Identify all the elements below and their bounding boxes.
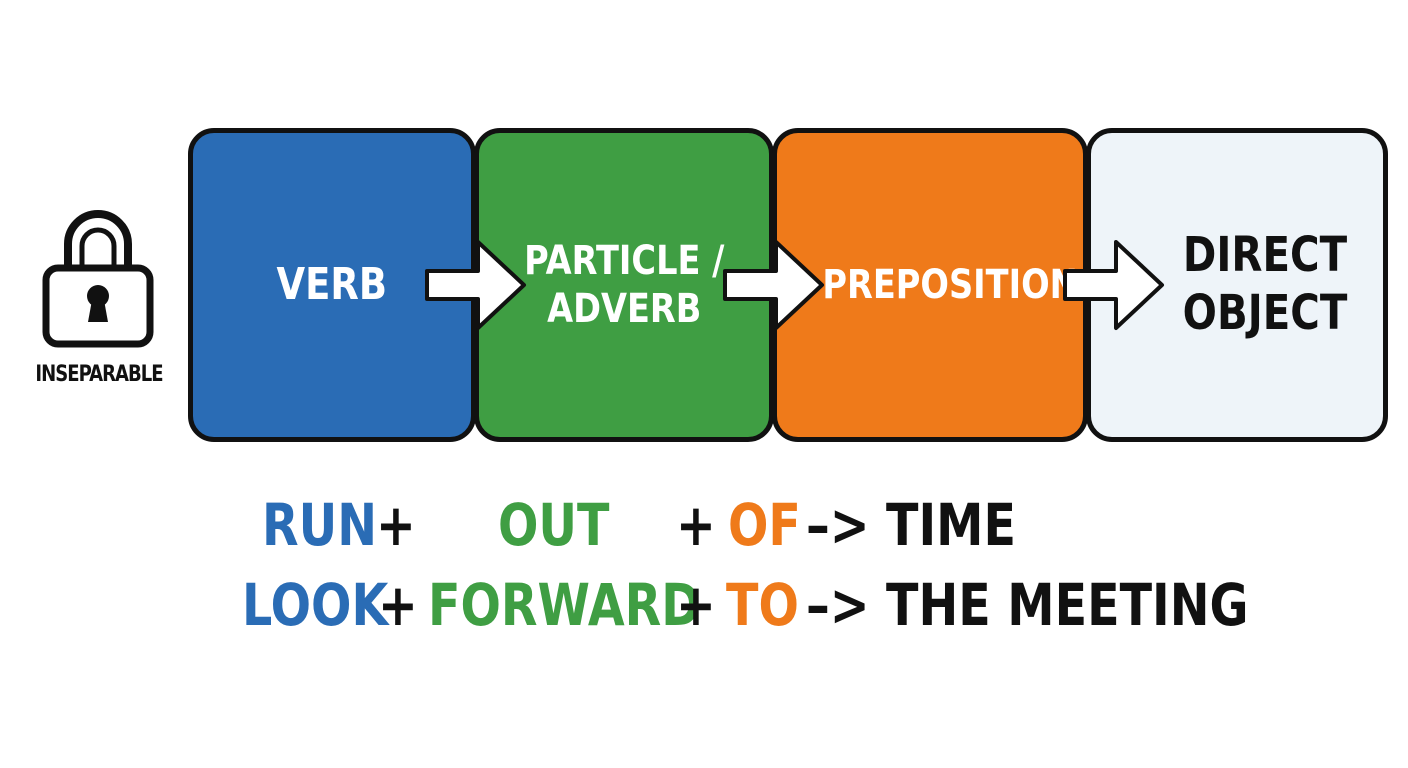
arrow-right-icon	[1063, 240, 1164, 330]
direct-object-box: DIRECT OBJECT	[1086, 128, 1388, 442]
arrow-symbol: –>	[806, 571, 870, 639]
arrow-symbol: –>	[806, 491, 870, 559]
example-particle: OUT	[498, 491, 610, 559]
example-particle: FORWARD	[428, 571, 701, 639]
direct-object-box-label: DIRECT OBJECT	[1182, 227, 1348, 341]
arrow-right-icon	[425, 240, 526, 330]
plus-sign: +	[378, 571, 418, 639]
example-object: THE MEETING	[886, 571, 1249, 639]
verb-box-label: VERB	[276, 258, 388, 310]
example-preposition: TO	[726, 571, 799, 639]
example-object: TIME	[886, 491, 1016, 559]
example-row: RUN + OUT + OF –> TIME	[0, 490, 1408, 560]
lock-label: INSEPARABLE	[35, 362, 163, 387]
verb-box: VERB	[188, 128, 476, 442]
particle-box-label: PARTICLE / ADVERB	[523, 238, 725, 332]
plus-sign: +	[376, 491, 416, 559]
example-verb: LOOK	[242, 571, 389, 639]
plus-sign: +	[676, 491, 716, 559]
plus-sign: +	[676, 571, 716, 639]
example-verb: RUN	[262, 491, 378, 559]
preposition-box: PREPOSITION	[772, 128, 1088, 442]
example-preposition: OF	[728, 491, 801, 559]
arrow-right-icon	[723, 240, 824, 330]
lock-icon	[42, 210, 154, 348]
preposition-box-label: PREPOSITION	[822, 262, 1078, 308]
example-row: LOOK + FORWARD + TO –> THE MEETING	[0, 570, 1408, 640]
